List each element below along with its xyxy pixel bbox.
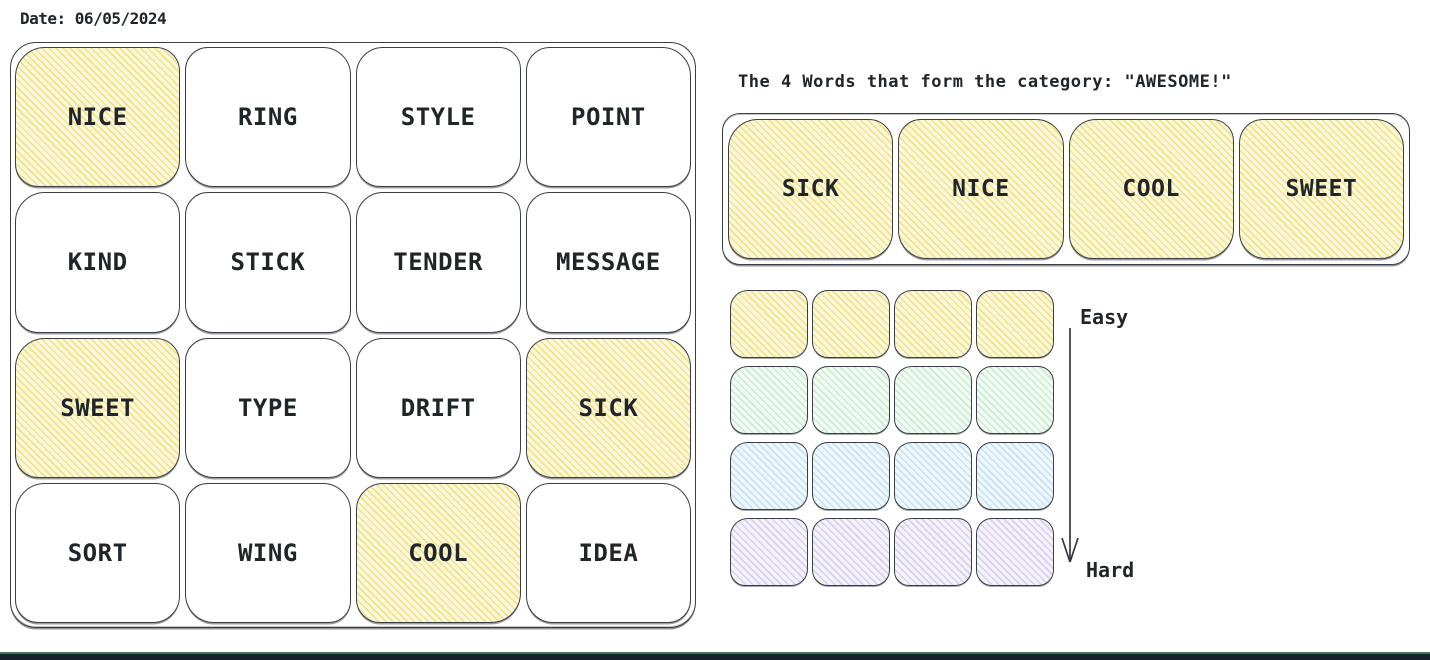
- legend-square-purple: [976, 518, 1054, 586]
- grid-card-message[interactable]: MESSAGE: [525, 192, 691, 333]
- grid-card-sort[interactable]: SORT: [15, 482, 181, 623]
- grid-card-type[interactable]: TYPE: [185, 337, 351, 478]
- grid-card-wing[interactable]: WING: [185, 482, 351, 623]
- legend-square-green: [976, 366, 1054, 434]
- date-label: Date: 06/05/2024: [20, 9, 167, 28]
- legend-square-purple: [730, 518, 808, 586]
- legend-easy-label: Easy: [1080, 305, 1129, 329]
- grid-card-ring[interactable]: RING: [185, 47, 351, 188]
- legend-square-blue: [812, 442, 890, 510]
- grid-card-point[interactable]: POINT: [525, 47, 691, 188]
- legend-square-yellow: [812, 290, 890, 358]
- difficulty-legend: [730, 290, 1058, 586]
- grid-card-sweet[interactable]: SWEET: [15, 337, 181, 478]
- legend-square-purple: [812, 518, 890, 586]
- grid-card-stick[interactable]: STICK: [185, 192, 351, 333]
- grid-card-cool[interactable]: COOL: [355, 482, 521, 623]
- legend-square-yellow: [894, 290, 972, 358]
- answer-panel-title: The 4 Words that form the category: "AWE…: [738, 72, 1232, 92]
- grid-card-idea[interactable]: IDEA: [525, 482, 691, 623]
- legend-square-blue: [894, 442, 972, 510]
- legend-square-blue: [730, 442, 808, 510]
- legend-square-yellow: [730, 290, 808, 358]
- grid-card-nice[interactable]: NICE: [15, 47, 181, 188]
- bottom-bar: [0, 652, 1430, 660]
- legend-square-green: [894, 366, 972, 434]
- legend-square-blue: [976, 442, 1054, 510]
- legend-square-green: [812, 366, 890, 434]
- legend-square-purple: [894, 518, 972, 586]
- easy-to-hard-arrow-icon: [1061, 328, 1079, 563]
- grid-card-tender[interactable]: TENDER: [355, 192, 521, 333]
- grid-card-kind[interactable]: KIND: [15, 192, 181, 333]
- answer-card-nice[interactable]: NICE: [898, 119, 1064, 259]
- legend-hard-label: Hard: [1086, 558, 1135, 582]
- grid-card-drift[interactable]: DRIFT: [355, 337, 521, 478]
- grid-card-style[interactable]: STYLE: [355, 47, 521, 188]
- answer-card-sweet[interactable]: SWEET: [1238, 119, 1404, 259]
- answer-card-sick[interactable]: SICK: [728, 119, 894, 259]
- answer-card-cool[interactable]: COOL: [1068, 119, 1234, 259]
- legend-square-yellow: [976, 290, 1054, 358]
- grid-card-sick[interactable]: SICK: [525, 337, 691, 478]
- legend-square-green: [730, 366, 808, 434]
